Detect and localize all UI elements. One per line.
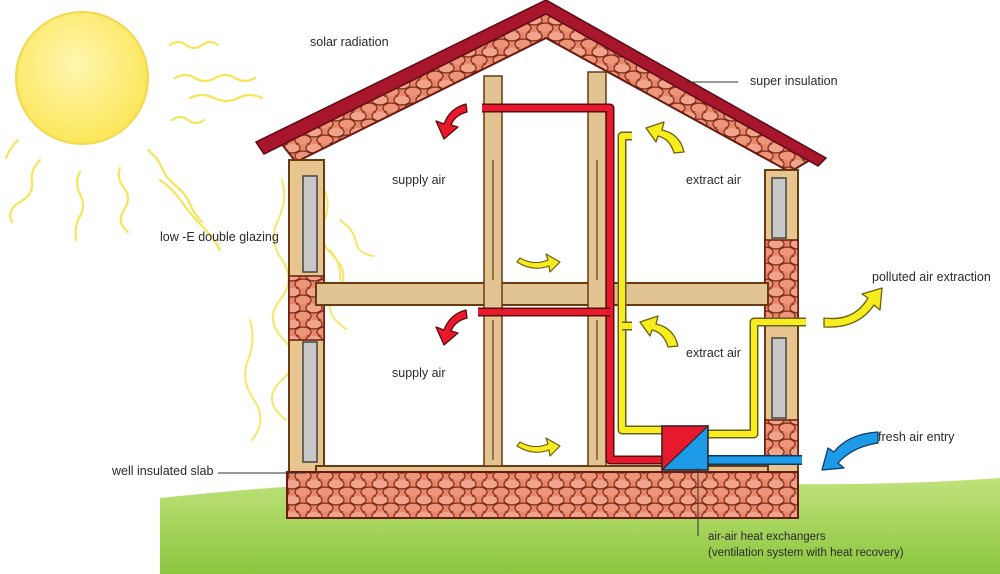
polluted-air-arrow [823, 287, 883, 328]
solar-radiation-label: solar radiation [310, 35, 389, 49]
supply-duct [478, 103, 664, 465]
extract-air-upper-label: extract air [686, 173, 741, 187]
slab-insulation [286, 471, 799, 519]
extract-duct [617, 131, 806, 439]
supply-air-upper-label: supply air [392, 173, 446, 187]
heat-exchanger-sublabel: (ventilation system with heat recovery) [708, 547, 904, 559]
super-insulation-label: super insulation [750, 74, 838, 88]
sun [15, 11, 149, 145]
well-insulated-slab-label: well insulated slab [112, 464, 214, 478]
supply-air-lower-label: supply air [392, 366, 446, 380]
sun-rays [4, 40, 264, 252]
roof [254, 0, 828, 167]
sun-disc [15, 11, 149, 145]
lower-right-window [771, 337, 787, 419]
extract-arrow-upper [645, 121, 685, 154]
airflow-arrows [435, 103, 883, 471]
fresh-air-entry-label: fresh air entry [878, 430, 955, 444]
polluted-air-extraction-label: polluted air extraction [872, 270, 991, 284]
room-arrow-lower [516, 437, 561, 457]
heat-exchanger-label: air-air heat exchangers [708, 531, 826, 543]
supply-arrow-upper [435, 103, 468, 140]
upper-left-window [302, 175, 318, 273]
middle-floor [315, 282, 769, 306]
extract-air-lower-label: extract air [686, 346, 741, 360]
leader-lines [218, 81, 738, 536]
supply-arrow-lower [435, 309, 468, 346]
lower-left-window [302, 341, 318, 463]
room-arrow-upper [516, 253, 561, 273]
extract-arrow-lower [639, 315, 679, 348]
upper-right-window [771, 177, 787, 239]
fresh-air-arrow [821, 431, 879, 471]
heat-exchanger [661, 425, 710, 472]
house-structure [254, 0, 828, 519]
low-e-glazing-label: low -E double glazing [160, 230, 279, 244]
